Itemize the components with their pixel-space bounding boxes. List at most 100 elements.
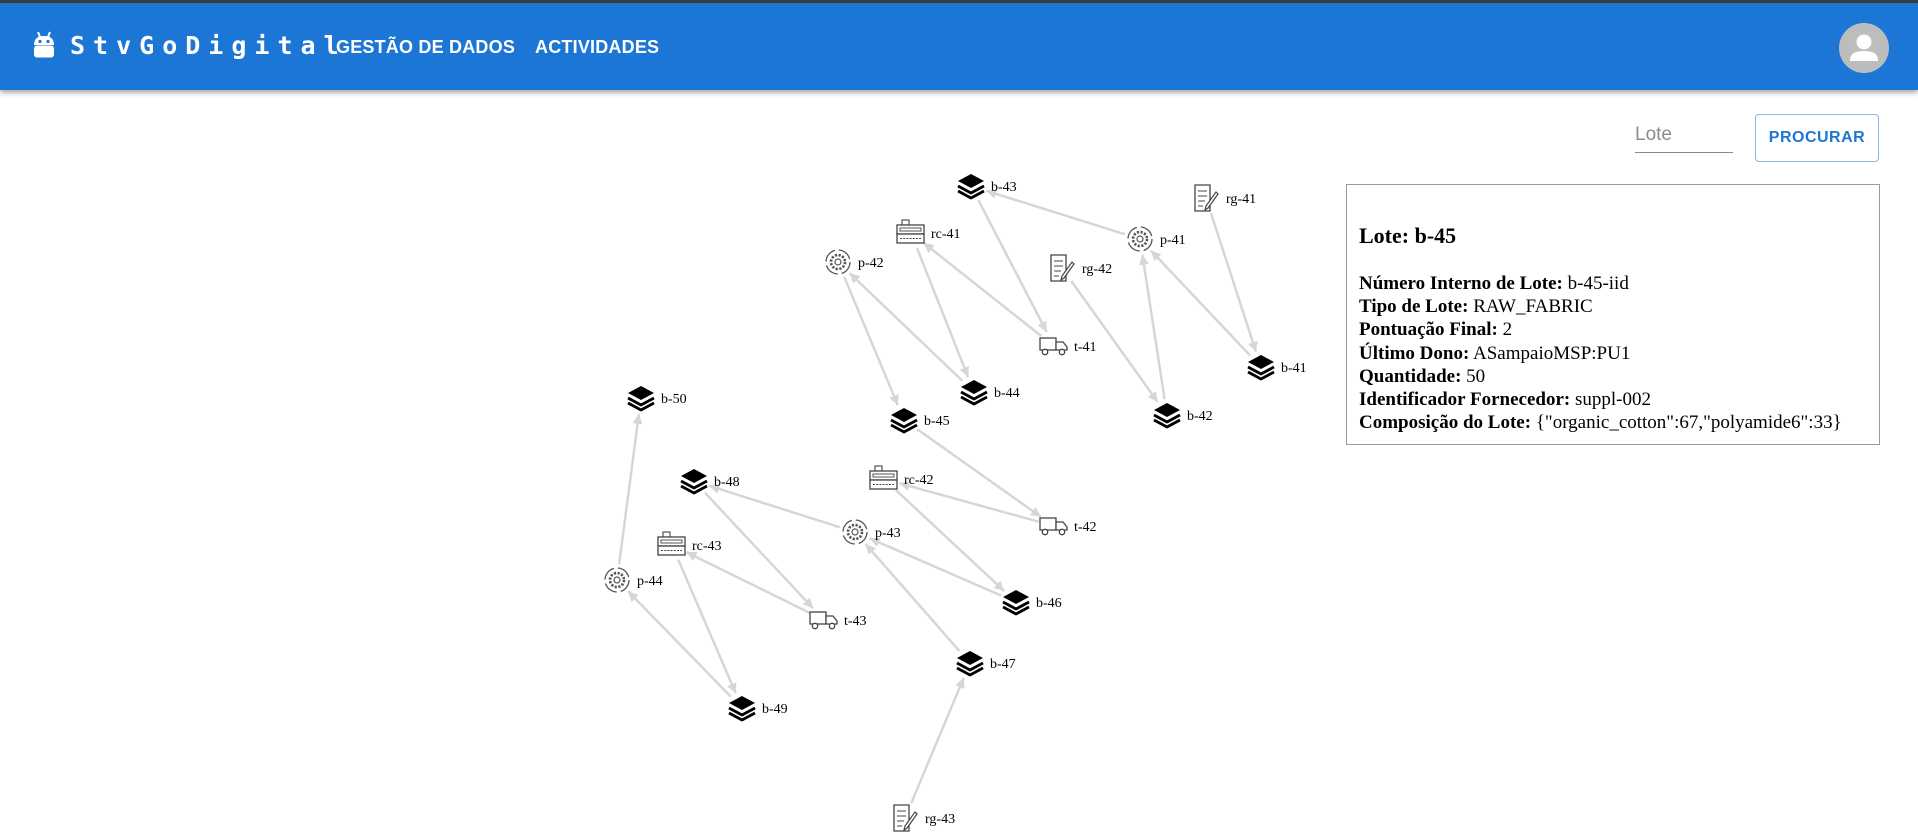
graph-edge-b-46-to-p-43 [869,537,1002,597]
field-value: b-45-iid [1567,273,1629,294]
field-label: Identificador Fornecedor: [1359,389,1571,411]
graph-node-p-43[interactable]: p-43 [842,519,901,545]
graph-edge-rc-41-to-b-44 [915,247,970,378]
graph-edge-p-41-to-b-43 [985,189,1126,236]
layers-icon [627,386,655,412]
truck-icon [1039,337,1068,356]
nav-gestao-de-dados[interactable]: GESTÃO DE DADOS [336,37,516,57]
graph-node-b-45[interactable]: b-45 [890,408,950,434]
layers-icon [1247,355,1275,381]
person-icon [1850,34,1878,61]
field-value: 50 [1466,365,1486,387]
graph-node-rc-42[interactable]: rc-42 [869,465,934,490]
field-label: Último Dono: [1359,342,1470,364]
procurar-button[interactable]: PROCURAR [1755,114,1879,162]
graph-node-b-50[interactable]: b-50 [627,386,687,412]
field-pontuacao-final: Pontuação Final: 2 [1359,318,1842,341]
field-quantidade: Quantidade: 50 [1359,365,1842,388]
graph-node-t-41[interactable]: t-41 [1039,337,1097,356]
graph-node-b-47[interactable]: b-47 [956,651,1016,677]
graph-edge-p-44-to-b-50 [617,413,643,565]
graph-edge-t-41-to-rc-41 [922,241,1043,338]
android-icon [34,31,54,58]
graph-node-label: rc-42 [904,473,934,488]
gear-cycle-icon [604,567,630,593]
layers-icon [957,174,985,200]
field-label: Tipo de Lote: [1359,296,1469,318]
graph-node-b-49[interactable]: b-49 [728,696,788,722]
field-value: RAW_FABRIC [1473,296,1593,318]
graph-edge-b-48-to-t-43 [703,491,815,610]
graph-node-b-41[interactable]: b-41 [1247,355,1307,381]
graph-edge-rc-42-to-b-46 [894,488,1006,593]
graph-node-rg-41[interactable]: rg-41 [1194,184,1256,212]
brand-name: StvGoDigital [70,30,347,60]
graph-node-label: rg-42 [1082,262,1112,277]
graph-edge-b-45-to-t-42 [916,428,1042,518]
window-top-border [0,0,1918,3]
field-numero-interno: Número Interno de Lote: b-45-iid [1359,272,1842,295]
register-icon [896,219,925,244]
graph-node-label: p-44 [637,574,663,589]
field-ultimo-dono: Último Dono: ASampaioMSP:PU1 [1359,342,1842,365]
graph-node-p-42[interactable]: p-42 [825,249,884,275]
graph-node-b-44[interactable]: b-44 [960,380,1020,406]
field-label: Composição do Lote: [1359,412,1532,434]
graph-node-b-48[interactable]: b-48 [680,469,740,495]
user-avatar[interactable] [1839,23,1889,73]
brand[interactable]: StvGoDigital [30,29,347,61]
graph-node-b-46[interactable]: b-46 [1002,590,1062,616]
graph-edge-p-43-to-b-48 [708,484,841,529]
graph-node-label: p-42 [858,256,884,271]
graph-node-rg-42[interactable]: rg-42 [1050,254,1112,282]
graph-node-t-42[interactable]: t-42 [1039,517,1097,536]
layers-icon [1002,590,1030,616]
graph-node-label: t-41 [1074,340,1097,355]
field-value: {"organic_cotton":67,"polyamide6":33} [1535,412,1842,434]
graph-node-label: b-50 [661,392,687,407]
app-bar: StvGoDigital GESTÃO DE DADOS ACTIVIDADES [0,3,1918,90]
graph-node-p-41[interactable]: p-41 [1127,226,1186,252]
graph-node-label: rg-41 [1226,192,1256,207]
document-edit-icon [893,804,918,832]
graph-node-label: p-43 [875,526,901,541]
graph-node-rc-43[interactable]: rc-43 [657,531,722,556]
graph-node-rc-41[interactable]: rc-41 [896,219,961,244]
layers-icon [890,408,918,434]
graph-node-label: b-45 [924,414,950,429]
graph-node-label: b-48 [714,475,740,490]
truck-icon [809,611,838,630]
gear-cycle-icon [842,519,868,545]
graph-edge-rg-41-to-b-41 [1209,212,1258,353]
graph-node-p-44[interactable]: p-44 [604,567,663,593]
graph-edge-p-42-to-b-45 [843,276,899,406]
lote-search-input[interactable] [1635,118,1733,153]
graph-node-t-43[interactable]: t-43 [809,611,867,630]
graph-node-label: b-44 [994,386,1020,401]
panel-title: Lote: b-45 [1359,223,1457,248]
field-value: suppl-002 [1575,389,1651,411]
graph-node-label: rc-41 [931,227,961,242]
graph-node-label: t-43 [844,614,867,629]
field-label: Quantidade: [1359,365,1462,387]
graph-node-label: b-47 [990,657,1016,672]
graph-node-label: b-41 [1281,361,1307,376]
graph-node-b-42[interactable]: b-42 [1153,403,1213,429]
graph-edge-b-43-to-t-41 [977,199,1048,333]
graph-node-rg-43[interactable]: rg-43 [893,804,955,832]
graph-edge-rg-43-to-b-47 [910,677,965,804]
graph-node-label: p-41 [1160,233,1186,248]
truck-icon [1039,517,1068,536]
field-value: ASampaioMSP:PU1 [1473,342,1631,364]
graph-node-label: rg-43 [925,812,955,827]
document-edit-icon [1050,254,1075,282]
graph-node-b-43[interactable]: b-43 [957,174,1017,200]
layers-icon [960,380,988,406]
graph-edge-rg-42-to-b-42 [1070,280,1159,403]
graph-edge-t-43-to-rc-43 [685,550,811,615]
graph-edge-b-47-to-p-43 [864,543,961,652]
graph-edge-t-42-to-rc-42 [899,481,1039,523]
traceability-graph[interactable]: b-43 rg-41 rc-41 p-41 p-42 rg-42 t-41 b-41 b-44 b… [0,0,1340,836]
graph-edge-b-44-to-p-42 [848,272,964,382]
nav-actividades[interactable]: ACTIVIDADES [535,37,660,57]
